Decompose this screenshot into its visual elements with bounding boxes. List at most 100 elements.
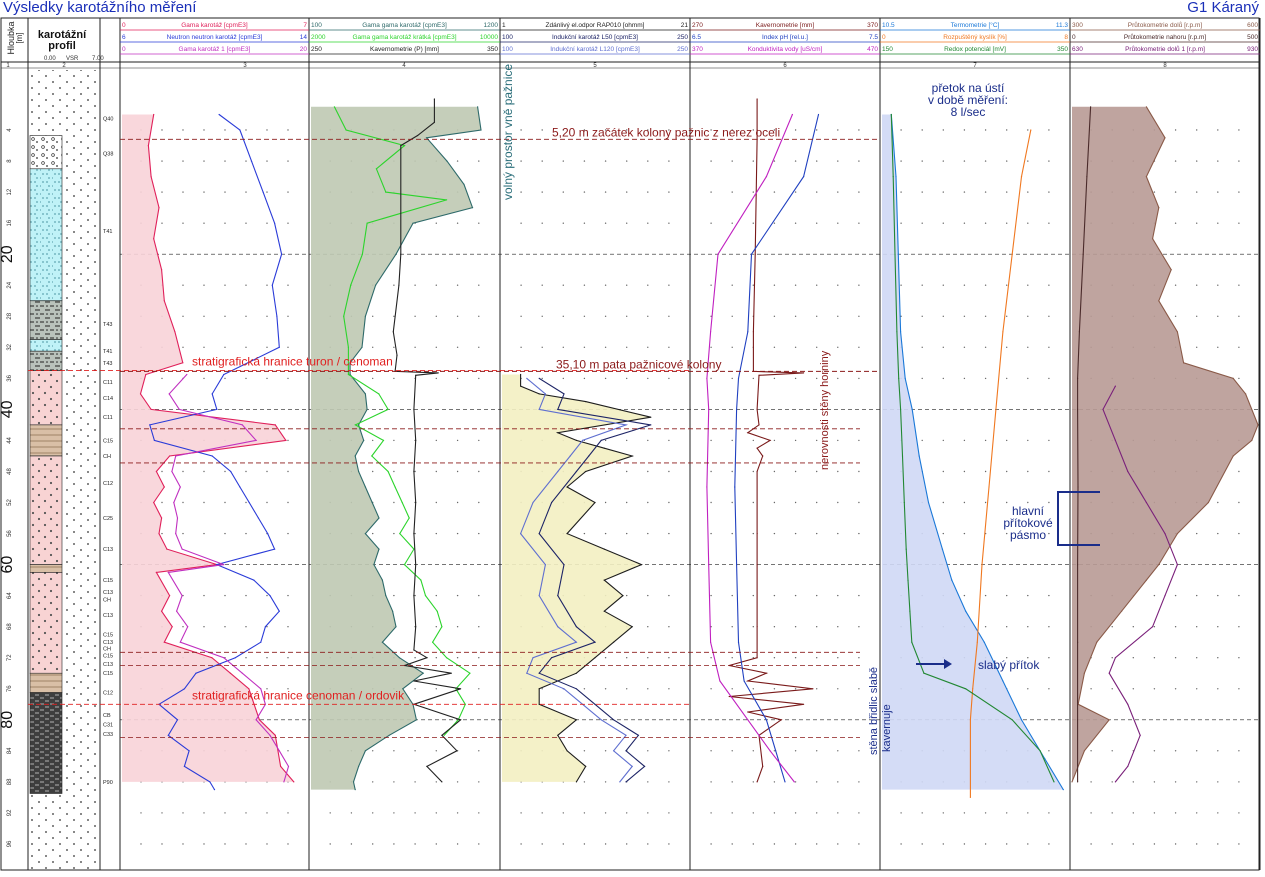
log-point [285, 439, 287, 441]
grid-dot [816, 750, 818, 752]
log-point [575, 641, 578, 643]
log-point [637, 734, 640, 736]
log-point [1077, 781, 1079, 783]
log-point [784, 781, 786, 783]
log-point [358, 424, 360, 426]
grid-dot [626, 439, 628, 442]
grid-dot [752, 688, 754, 690]
log-point [1090, 106, 1092, 108]
grid-dot [837, 594, 839, 597]
depth-minor-label: 44 [7, 436, 13, 443]
log-point [951, 579, 953, 581]
log-point [1245, 393, 1247, 395]
strat-code: C11 [103, 415, 113, 421]
grid-dot [435, 439, 437, 442]
grid-dot [921, 346, 923, 348]
track-header-max: 11.3 [1056, 22, 1069, 29]
grid-dot [604, 160, 607, 162]
grid-dot [1090, 750, 1092, 752]
grid-dot [245, 812, 247, 814]
grid-dot [604, 222, 607, 224]
lithology-unit-siltstone [29, 350, 63, 371]
grid-dot [816, 346, 818, 348]
grid-dot [647, 594, 649, 597]
log-point [216, 408, 218, 410]
grid-dot [710, 191, 712, 193]
well-name: G1 Káraný [1187, 0, 1259, 16]
strat-code: C25 [103, 516, 113, 522]
grid-dot [478, 750, 480, 752]
grid-dot [773, 781, 776, 783]
grid-dot [604, 129, 607, 131]
grid-dot [731, 160, 733, 162]
grid-dot [858, 284, 860, 286]
grid-dot [1196, 781, 1198, 783]
grid-dot [1027, 812, 1029, 814]
grid-dot [350, 843, 353, 845]
grid-dot [626, 657, 628, 659]
grid-dot [963, 346, 966, 348]
grid-dot [984, 160, 987, 162]
grid-dot [731, 377, 733, 380]
grid-dot [266, 191, 268, 193]
log-point [366, 222, 368, 224]
log-point [169, 595, 171, 597]
grid-dot [393, 470, 395, 473]
log-point [378, 548, 380, 550]
grid-dot [816, 626, 818, 628]
log-point [394, 486, 396, 488]
column-number: 4 [402, 63, 406, 69]
log-point [747, 432, 749, 434]
grid-dot [858, 657, 860, 659]
grid-dot [794, 626, 797, 628]
log-point [575, 439, 578, 441]
log-point [218, 113, 220, 116]
track-header-max: 20 [300, 46, 308, 53]
grid-dot [245, 501, 247, 504]
strat-code: C13 [103, 547, 113, 553]
grid-dot [858, 191, 860, 193]
grid-dot [604, 346, 607, 348]
log-point [708, 564, 710, 566]
log-point [803, 703, 805, 705]
grid-dot [710, 812, 712, 814]
grid-dot [266, 315, 268, 317]
log-point [737, 377, 740, 379]
track-header-name: Redox potenciál [mV] [944, 46, 1006, 53]
grid-dot [1196, 160, 1198, 162]
grid-dot [224, 284, 226, 286]
log-point [168, 393, 170, 395]
grid-dot [435, 377, 437, 380]
grid-dot [182, 346, 184, 348]
log-point [762, 455, 764, 457]
depth-minor-label: 8 [7, 159, 13, 163]
log-point [287, 765, 290, 768]
log-point [896, 331, 898, 333]
grid-dot [541, 222, 543, 224]
grid-dot [583, 688, 586, 690]
grid-dot [858, 346, 860, 348]
grid-dot [1238, 129, 1240, 131]
grid-dot [816, 284, 818, 286]
depth-minor-label: 72 [7, 654, 13, 661]
grid-dot [456, 532, 459, 535]
log-point [269, 734, 271, 736]
grid-dot [393, 750, 395, 752]
grid-dot [794, 532, 797, 535]
grid-dot [393, 439, 395, 442]
grid-dot [456, 594, 459, 597]
grid-dot [794, 750, 797, 752]
grid-dot [984, 284, 987, 286]
grid-dot [773, 812, 776, 814]
grid-dot [161, 501, 163, 504]
log-point [213, 789, 216, 791]
log-point [594, 641, 596, 643]
log-point [1039, 750, 1041, 752]
grid-dot [287, 626, 289, 628]
log-point [1108, 719, 1110, 721]
log-point [412, 222, 414, 224]
grid-dot [287, 346, 289, 348]
log-point [253, 579, 255, 581]
